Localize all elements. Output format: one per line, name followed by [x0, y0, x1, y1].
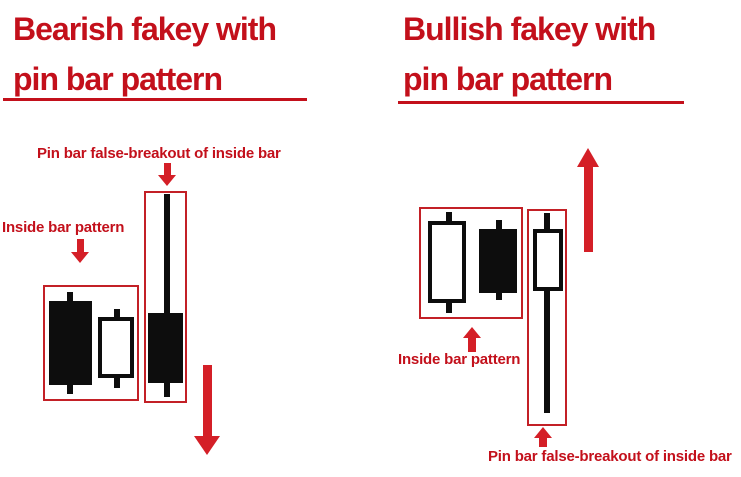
bearish-pin-bar-box — [144, 191, 187, 403]
wick-bottom — [496, 293, 502, 300]
wick-top — [164, 194, 170, 313]
arrow-head — [158, 175, 176, 186]
candle-body — [479, 229, 517, 293]
wick-bottom — [544, 291, 550, 413]
wick-bottom — [446, 303, 452, 313]
arrow-head — [463, 327, 481, 338]
arrow-head — [577, 148, 599, 167]
bullish-title-underline — [398, 101, 684, 104]
arrow-head — [194, 436, 220, 455]
bullish-pin-bar-box — [527, 209, 567, 426]
wick-top — [67, 292, 73, 301]
bullish-title: Bullish fakey with pin bar pattern — [403, 4, 656, 104]
bearish-panel: Bearish fakey with pin bar pattern Pin b… — [0, 0, 370, 477]
arrow-shaft — [584, 167, 593, 252]
wick-top — [544, 213, 550, 229]
arrow-head — [534, 427, 552, 438]
candle-body — [49, 301, 92, 385]
bearish-title-underline — [3, 98, 307, 101]
wick-top — [446, 212, 452, 221]
arrow-shaft — [539, 438, 547, 447]
bearish-title: Bearish fakey with pin bar pattern — [13, 4, 277, 104]
bullish-inside-bar-box — [419, 207, 523, 319]
wick-top — [496, 220, 502, 229]
arrow-shaft — [203, 365, 212, 436]
arrow-head — [71, 252, 89, 263]
bearish-title-line2: pin bar pattern — [13, 61, 223, 97]
bearish-title-line1: Bearish fakey with — [13, 11, 277, 47]
bearish-inside-bar-box — [43, 285, 139, 401]
candle-body — [428, 221, 466, 303]
bearish-inside-bar-label: Inside bar pattern — [2, 219, 125, 236]
candle-body — [533, 229, 563, 291]
arrow-shaft — [164, 163, 171, 175]
bullish-inside-bar-label: Inside bar pattern — [398, 351, 521, 368]
bullish-panel: Bullish fakey with pin bar pattern — [370, 0, 741, 477]
bullish-title-line1: Bullish fakey with — [403, 11, 656, 47]
wick-bottom — [67, 385, 73, 394]
bullish-title-line2: pin bar pattern — [403, 61, 613, 97]
candle-body — [148, 313, 183, 383]
wick-bottom — [164, 383, 170, 397]
candle-body — [98, 317, 134, 378]
wick-bottom — [114, 378, 120, 388]
bullish-pin-bar-label: Pin bar false-breakout of inside bar — [488, 448, 732, 465]
bearish-pin-bar-label: Pin bar false-breakout of inside bar — [37, 145, 281, 162]
arrow-shaft — [468, 338, 476, 352]
arrow-shaft — [77, 239, 84, 252]
wick-top — [114, 309, 120, 317]
